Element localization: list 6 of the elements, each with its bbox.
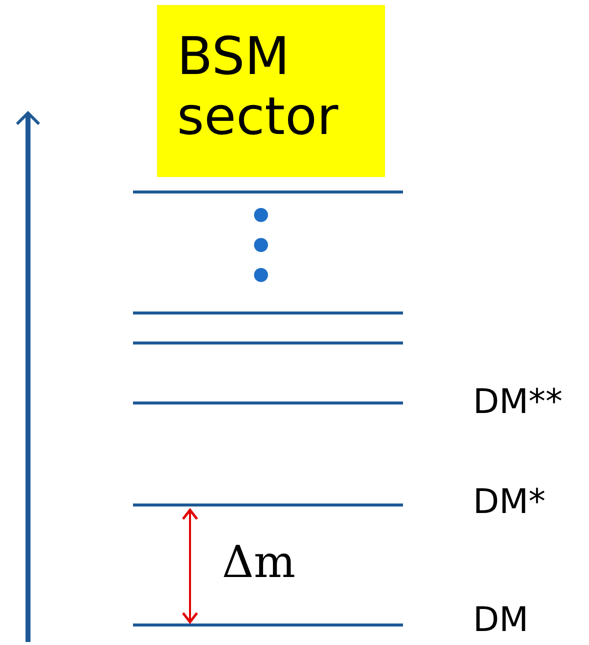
level-label: DM* (473, 482, 546, 522)
sector-title: BSM sector (177, 27, 340, 147)
level-label: DM** (473, 382, 563, 422)
mass-gap-label: Δm (222, 538, 296, 588)
level-label: DM (473, 600, 529, 640)
highlight-box (157, 5, 385, 177)
